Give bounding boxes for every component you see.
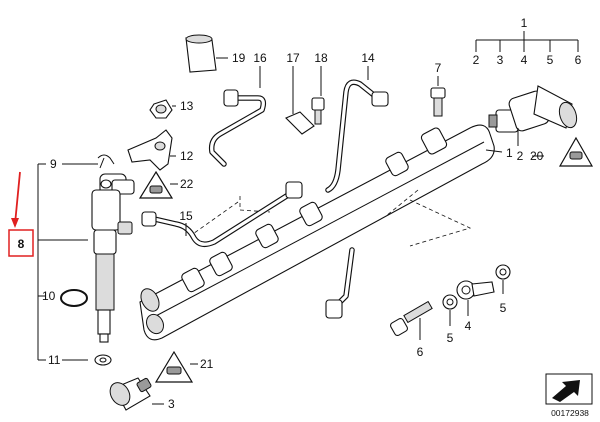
banjo-4-part[interactable] [456,280,495,300]
label-4-kit[interactable]: 4 [521,53,528,67]
warning-triangle-22-icon [138,170,174,199]
nut-13-part[interactable] [149,99,173,119]
label-5-washer-bottom[interactable]: 5 [447,331,454,345]
washer-5-part[interactable] [442,294,458,310]
screw-18-part[interactable] [311,97,325,125]
fuel-rail-part[interactable] [137,124,503,341]
label-12[interactable]: 12 [180,149,194,163]
sensor-3-part[interactable] [106,377,152,411]
label-7[interactable]: 7 [435,61,442,75]
bolt-6-part[interactable] [389,300,433,337]
label-3-sensor[interactable]: 3 [168,397,175,411]
o-ring-10-part[interactable] [60,289,88,307]
pipe-end-nut[interactable] [325,247,355,319]
washer-11-part[interactable] [94,354,112,366]
fuel-line-14[interactable] [325,79,389,193]
catalog-arrow-icon [545,373,593,405]
label-2-kit[interactable]: 2 [473,53,480,67]
label-14[interactable]: 14 [361,51,375,65]
fuel-line-16[interactable] [208,89,267,167]
pressure-valve-part[interactable] [488,85,580,146]
label-6-bolt[interactable]: 6 [417,345,424,359]
clip-17-part[interactable] [285,111,315,135]
label-9[interactable]: 9 [50,157,57,171]
label-20[interactable]: 20 [530,149,544,163]
label-2-valve[interactable]: 2 [517,149,524,163]
highlight-8 [8,171,34,257]
bracket-12-part[interactable] [127,129,173,171]
kit-bracket-1: 1 2 3 4 5 6 [473,16,582,67]
label-11[interactable]: 11 [48,353,61,367]
label-19[interactable]: 19 [232,51,246,65]
warning-triangle-21-icon [154,350,194,383]
warning-triangle-20-icon [558,136,594,167]
label-3-kit[interactable]: 3 [497,53,504,67]
label-5-kit[interactable]: 5 [547,53,554,67]
bolt-7-part[interactable] [430,87,446,117]
label-8[interactable]: 8 [18,237,25,251]
label-13[interactable]: 13 [180,99,194,113]
label-22[interactable]: 22 [180,177,194,191]
label-10[interactable]: 10 [42,289,56,303]
label-1-top[interactable]: 1 [521,16,528,30]
clip-9-part[interactable] [97,154,115,169]
label-5-washer-right[interactable]: 5 [500,301,507,315]
label-1-rail[interactable]: 1 [506,146,513,160]
injector-bracket [37,163,98,361]
label-17[interactable]: 17 [286,51,300,65]
image-code: 00172938 [551,408,589,418]
label-15[interactable]: 15 [179,209,193,223]
label-18[interactable]: 18 [314,51,328,65]
label-6-kit[interactable]: 6 [575,53,582,67]
label-16[interactable]: 16 [253,51,267,65]
label-4-banjo[interactable]: 4 [465,319,472,333]
washer-5-right-part[interactable] [495,264,511,280]
fuel-line-15[interactable] [141,181,303,247]
label-21[interactable]: 21 [200,357,214,371]
injector-part[interactable] [91,173,135,343]
cap-19-part[interactable] [185,34,228,73]
